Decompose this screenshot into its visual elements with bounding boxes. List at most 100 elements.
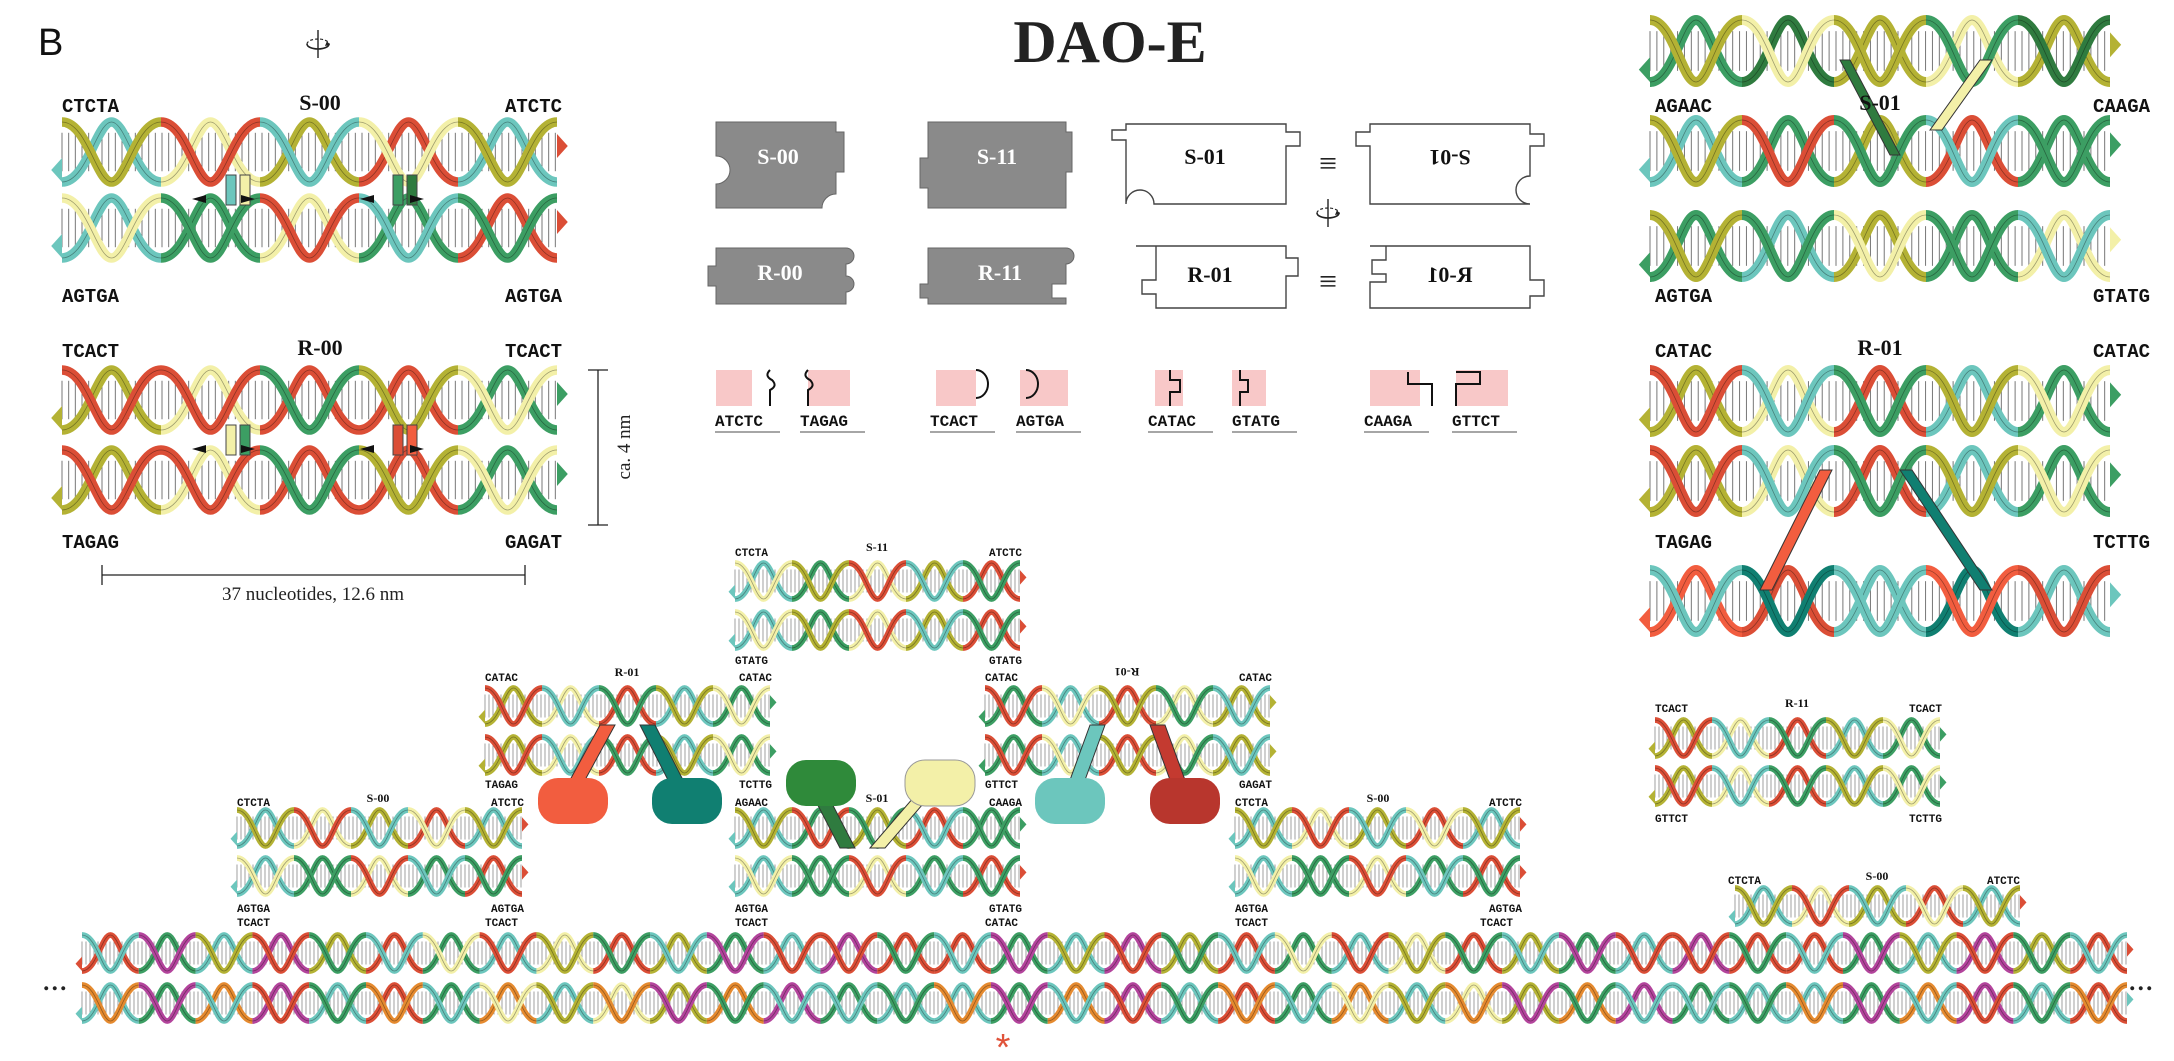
svg-text:S-11: S-11: [866, 540, 888, 554]
hairpin-marker: [904, 759, 976, 807]
tile-s11: S-11: [919, 121, 1073, 209]
svg-text:R-01: R-01: [1187, 262, 1232, 287]
dna-helix: [728, 560, 1027, 602]
svg-text:CATAC: CATAC: [985, 918, 1018, 930]
svg-text:ATCTC: ATCTC: [1987, 876, 2020, 888]
svg-text:S-00: S-00: [757, 144, 799, 169]
dna-helix: [1638, 210, 2122, 282]
hairpin-marker: [1150, 778, 1220, 824]
dna-helix: [728, 855, 1027, 897]
lattice-tile-s00: S-00 CTCTA ATCTC AGTGA AGTGA: [230, 791, 529, 916]
molecule-r00: R-00 TCACT TCACT TAGAG GAGAT: [51, 335, 568, 554]
dna-helix: [51, 193, 568, 263]
sticky-end-label: TAGAG: [62, 532, 119, 554]
svg-text:S-00: S-00: [367, 791, 390, 805]
svg-text:GTATG: GTATG: [735, 656, 768, 668]
dna-helix: [1638, 15, 2122, 87]
svg-text:R-11: R-11: [1785, 696, 1809, 710]
svg-text:S-00: S-00: [1367, 791, 1390, 805]
svg-text:ATCTC: ATCTC: [989, 548, 1022, 560]
dna-helix: [75, 932, 2134, 974]
dna-helix: [1638, 115, 2122, 187]
svg-text:CTCTA: CTCTA: [735, 548, 768, 560]
panel-letter: B: [38, 22, 63, 64]
rotation-icon: [306, 29, 331, 59]
dna-helix: [51, 365, 568, 435]
equivalence-sign: ≡: [1319, 145, 1337, 181]
lattice-tile-r01: R-01 CATAC CATAC TAGAG TCTTG: [478, 665, 777, 824]
hairpin-marker: [1035, 778, 1105, 824]
svg-text:ATCTC: ATCTC: [1489, 798, 1522, 810]
dna-helix: [478, 685, 777, 727]
svg-text:AGTGA: AGTGA: [1489, 904, 1522, 916]
tile-s01-mirror: S-01: [1355, 123, 1545, 205]
svg-text:R-00: R-00: [757, 260, 802, 285]
sticky-pair: CAAGA GTTCT: [1364, 370, 1517, 433]
svg-text:CAAGA: CAAGA: [989, 798, 1022, 810]
ellipsis-right: ...: [2128, 961, 2154, 998]
svg-text:CTCTA: CTCTA: [1235, 798, 1268, 810]
lattice-tile-s00: S-00 CTCTA ATCTC AGTGA AGTGA: [1228, 791, 1527, 916]
lattice-assembly: S-11 CTCTA ATCTC GTATG GTATG R-01 CATAC …: [42, 540, 2154, 1061]
svg-text:AGTGA: AGTGA: [735, 904, 768, 916]
lattice-tile-r11: R-11 TCACT TCACT GTTCT TCTTG: [1648, 696, 1947, 826]
svg-text:ATCTC: ATCTC: [491, 798, 524, 810]
svg-text:TCACT: TCACT: [237, 918, 270, 930]
dna-helix: [1728, 885, 2027, 927]
dna-helix: [978, 734, 1277, 776]
svg-text:AGTGA: AGTGA: [1016, 413, 1064, 431]
svg-text:TCACT: TCACT: [1480, 918, 1513, 930]
sticky-end-label: TCACT: [62, 341, 119, 363]
svg-text:GTATG: GTATG: [989, 904, 1022, 916]
svg-text:R-01: R-01: [615, 665, 640, 679]
dna-helix: [75, 982, 2134, 1024]
svg-text:GTTCT: GTTCT: [1655, 814, 1688, 826]
svg-text:R-11: R-11: [978, 260, 1022, 285]
svg-text:AGAAC: AGAAC: [735, 798, 768, 810]
sticky-end-label: AGTGA: [1655, 286, 1713, 308]
ellipsis-left: ...: [42, 961, 68, 998]
hairpin-marker: [538, 778, 608, 824]
svg-text:ATCTC: ATCTC: [715, 413, 763, 431]
svg-text:S-01: S-01: [1429, 145, 1471, 170]
dna-helix: [230, 807, 529, 849]
svg-text:TCACT: TCACT: [930, 413, 978, 431]
molecule-s00: S-00 CTCTA ATCTC AGTGA AGTGA: [51, 90, 568, 308]
sticky-end-label: GAGAT: [505, 532, 562, 554]
sticky-end-label: TCACT: [505, 341, 562, 363]
svg-text:TCACT: TCACT: [1655, 704, 1688, 716]
svg-text:TAGAG: TAGAG: [800, 413, 848, 431]
dna-helix: [51, 445, 568, 515]
svg-text:GTTCT: GTTCT: [985, 780, 1018, 792]
lattice-tile-s01: S-01 AGAAC CAAGA AGTGA GTATG: [728, 759, 1027, 916]
sticky-pair: TCACT AGTGA: [930, 369, 1081, 433]
svg-text:TCTTG: TCTTG: [1909, 814, 1942, 826]
svg-text:S-00: S-00: [1866, 869, 1889, 883]
sticky-pair: CATAC GTATG: [1148, 370, 1297, 433]
svg-text:GAGAT: GAGAT: [1239, 780, 1272, 792]
sticky-end-label: AGTGA: [505, 286, 563, 308]
tile-r01-mirror: R-01: [1369, 245, 1545, 309]
svg-text:TCACT: TCACT: [735, 918, 768, 930]
molecule-s01: S-01 AGAAC CAAGA AGTGA GTATG: [1638, 15, 2151, 308]
hairpin-marker: [652, 778, 722, 824]
sticky-end-label: CAAGA: [2093, 96, 2151, 118]
molecule-label: R-01: [1857, 335, 1902, 360]
molecule-label: R-00: [297, 335, 342, 360]
sticky-pair: ATCTC TAGAG: [715, 369, 865, 433]
tile-r01: R-01: [1136, 245, 1299, 309]
svg-text:CTCTA: CTCTA: [1728, 876, 1761, 888]
sticky-end-label: AGTGA: [62, 286, 120, 308]
dna-helix: [478, 734, 777, 776]
scale-bars: ca. 4 nm 37 nucleotides, 12.6 nm: [101, 369, 635, 605]
svg-text:AGTGA: AGTGA: [237, 904, 270, 916]
svg-text:CAAGA: CAAGA: [1364, 413, 1412, 431]
svg-text:AGTGA: AGTGA: [491, 904, 524, 916]
sticky-end-label: CATAC: [2093, 341, 2150, 363]
svg-text:AGTGA: AGTGA: [1235, 904, 1268, 916]
figure-title: DAO-E: [1013, 9, 1206, 75]
dna-helix: [1228, 855, 1527, 897]
rotation-icon: [1316, 198, 1341, 228]
svg-text:GTATG: GTATG: [989, 656, 1022, 668]
